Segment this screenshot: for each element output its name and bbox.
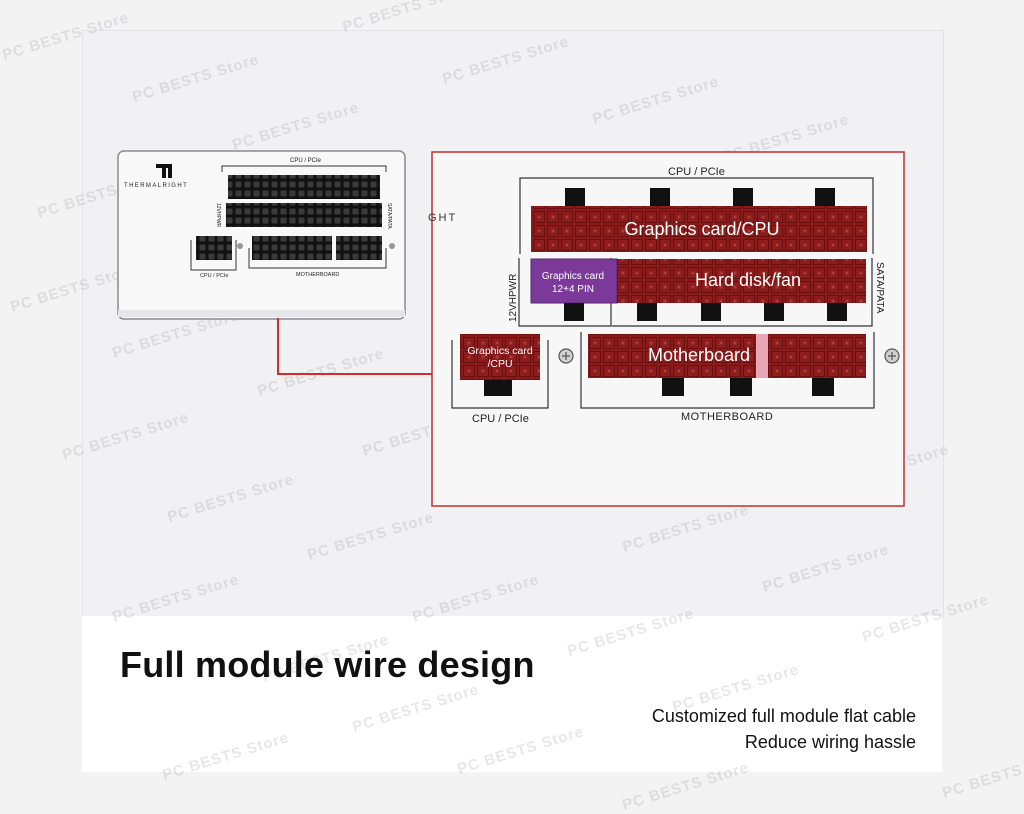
connector-graphics-cpu [531, 206, 867, 252]
connector-motherboard-b [768, 334, 866, 378]
connector-motherboard-a [588, 334, 756, 378]
cpu-pcie-bottom-label: CPU / PCIe [472, 413, 529, 425]
connector-motherboard-small-a [252, 236, 332, 260]
label-motherboard: Motherboard [648, 345, 750, 365]
screw [884, 348, 900, 364]
motherboard-label-small: MOTHERBOARD [296, 272, 339, 278]
vhpwr-label-small: 12VHPWR [215, 203, 221, 228]
cpu-pcie-label: CPU / PCIe [668, 166, 725, 178]
brand-text: THERMALRIGHT [124, 183, 188, 189]
subtext-line-1: Customized full module flat cable [651, 706, 916, 726]
psu-small: THERMALRIGHT CPU / PCIe 12VHPWR SATA/PAT… [117, 150, 406, 320]
screw [558, 348, 574, 364]
sata-label: SATA/PATA [874, 262, 885, 314]
vhpwr-label: 12VHPWR [508, 274, 519, 322]
label-hdd-fan: Hard disk/fan [695, 270, 801, 290]
zoom-callout: GHT CPU / PCIe Graphics card/CPU 12VHPWR… [428, 151, 905, 507]
cpu-pcie-label-small: CPU / PCIe [290, 158, 322, 164]
label-gpu-cpu-small-line1: Graphics card [467, 345, 533, 357]
callout-line [277, 318, 432, 375]
subtext-line-2: Reduce wiring hassle [744, 732, 916, 752]
label-gpu-12-4-line1: Graphics card [542, 271, 604, 282]
connector-12vhpwr-sata-row [226, 203, 382, 227]
connector-hdd-fan [617, 259, 866, 303]
psu-diagram: THERMALRIGHT CPU / PCIe 12VHPWR SATA/PAT… [117, 150, 905, 507]
motherboard-label: MOTHERBOARD [681, 411, 773, 423]
headline: Full module wire design [120, 644, 535, 685]
brand-partial: GHT [428, 212, 457, 224]
caption-banner [82, 616, 942, 772]
label-gpu-cpu-small-line2: /CPU [487, 358, 512, 370]
label-graphics-cpu: Graphics card/CPU [624, 219, 779, 239]
connector-12vhpwr [530, 258, 618, 304]
thermalright-logo [156, 164, 172, 178]
cpu-pcie-bottom-label-small: CPU / PCIe [200, 273, 228, 279]
connector-cpu-pcie-small [196, 236, 232, 260]
label-gpu-12-4-line2: 12+4 PIN [552, 284, 594, 295]
connector-motherboard-small-b [336, 236, 382, 260]
connector-gpu-cpu-small [460, 334, 540, 380]
connector-cpu-pcie-row [228, 175, 380, 199]
sata-label-small: SATA/PATA [386, 203, 392, 229]
